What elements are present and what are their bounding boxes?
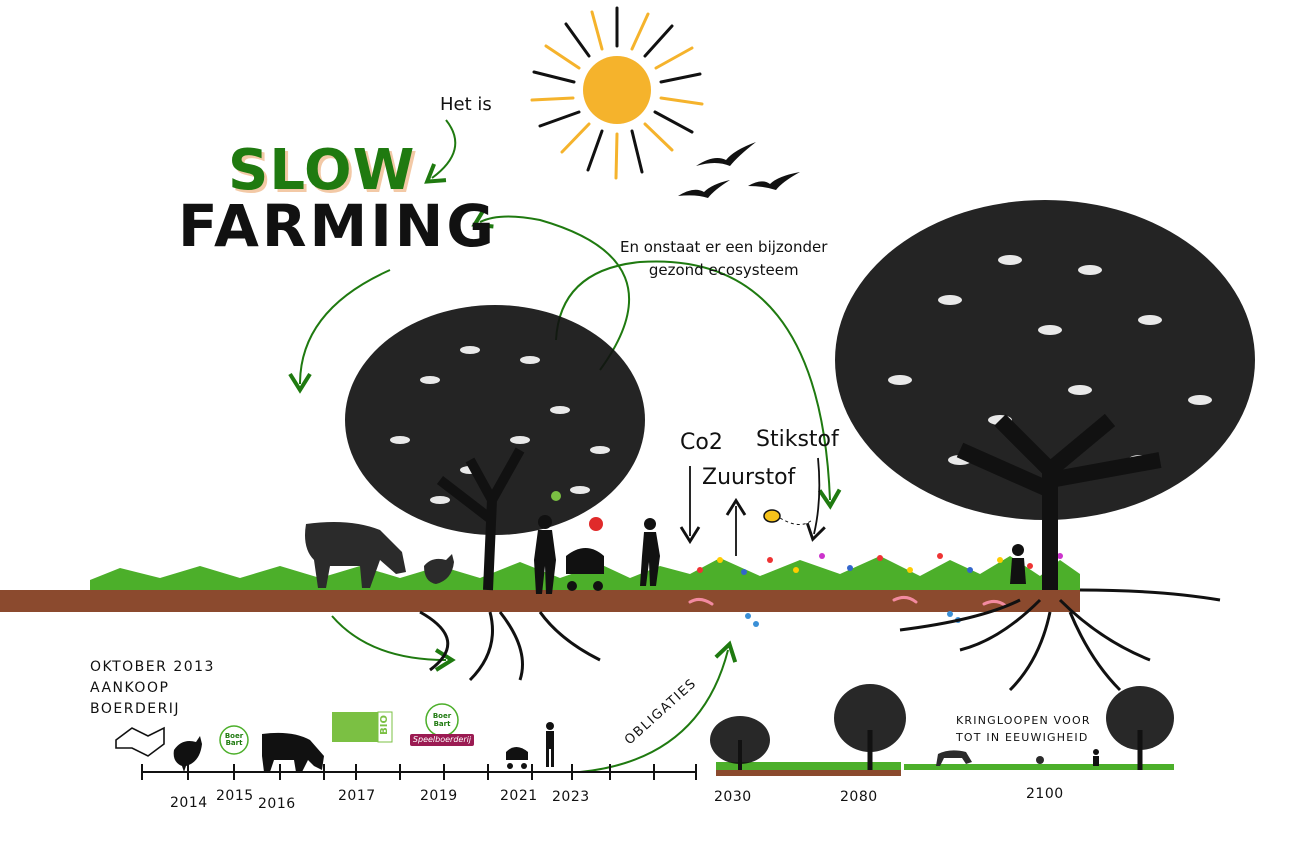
start-note-line1: OKTOBER 2013 bbox=[90, 659, 215, 675]
co2-label: Co2 bbox=[680, 430, 723, 455]
title-farming: FARMING bbox=[178, 192, 497, 260]
child-small-icon bbox=[546, 722, 554, 767]
boer-bart-logo-text: Boer Bart bbox=[224, 732, 244, 747]
year-2019: 2019 bbox=[420, 788, 458, 804]
year-2017: 2017 bbox=[338, 788, 376, 804]
year-2016: 2016 bbox=[258, 796, 296, 812]
boer-bart-logo bbox=[219, 725, 249, 755]
tree-left bbox=[345, 305, 645, 682]
cow-small-icon bbox=[262, 732, 324, 772]
soil-band bbox=[0, 590, 1080, 612]
chicken-icon bbox=[424, 554, 454, 584]
tree-right bbox=[835, 200, 1255, 692]
ecosystem-note: En onstaat er een bijzonder gezond ecosy… bbox=[620, 236, 827, 282]
start-note: OKTOBER 2013 AANKOOP BOERDERIJ bbox=[90, 657, 215, 720]
ecosystem-note-line2: gezond ecosysteem bbox=[648, 261, 799, 279]
cow-icon bbox=[305, 522, 406, 588]
speelboerderij-logo bbox=[410, 703, 474, 746]
year-2014: 2014 bbox=[170, 795, 208, 811]
birds-icon bbox=[678, 142, 800, 198]
nitrogen-label: Stikstof bbox=[756, 427, 839, 452]
bee-icon bbox=[763, 509, 813, 525]
farmer-icon bbox=[534, 515, 556, 594]
title-slow: SLOW bbox=[228, 138, 416, 203]
bio-logo bbox=[332, 711, 393, 743]
bio-logo-text: BIO bbox=[379, 715, 390, 735]
year-2080: 2080 bbox=[840, 789, 878, 805]
oxygen-label: Zuurstof bbox=[702, 465, 796, 490]
future-note-line1: KRINGLOOPEN VOOR bbox=[956, 714, 1091, 727]
wildflowers bbox=[697, 553, 1063, 575]
year-2030: 2030 bbox=[714, 789, 752, 805]
future-note-line2: TOT IN EEUWIGHEID bbox=[956, 731, 1089, 744]
gas-arrows bbox=[679, 457, 826, 556]
speelboerderij-logo-text: Speelboerderij bbox=[412, 735, 472, 744]
start-note-line3: BOERDERIJ bbox=[90, 701, 181, 717]
year-2015: 2015 bbox=[216, 788, 254, 804]
handshake-icon bbox=[115, 726, 165, 757]
timeline-axis bbox=[141, 764, 697, 780]
year-2023: 2023 bbox=[552, 789, 590, 805]
chicken-small-icon bbox=[173, 736, 202, 772]
speelboerderij-logo-top: Boer Bart bbox=[432, 712, 452, 728]
worms bbox=[688, 595, 1008, 608]
cycle-arrows bbox=[288, 119, 842, 773]
girl-icon bbox=[1010, 544, 1026, 584]
pram-small-icon bbox=[506, 747, 528, 769]
year-2100: 2100 bbox=[1026, 786, 1064, 802]
pram-icon bbox=[566, 548, 604, 591]
apple-icon bbox=[551, 491, 603, 531]
year-2021: 2021 bbox=[500, 788, 538, 804]
future-scene bbox=[710, 684, 1174, 776]
ecosystem-note-line1: En onstaat er een bijzonder bbox=[620, 238, 828, 256]
start-note-line2: AANKOOP bbox=[90, 680, 170, 696]
sun-icon bbox=[530, 6, 704, 180]
intro-text: Het is bbox=[440, 94, 492, 115]
future-note: KRINGLOOPEN VOOR TOT IN EEUWIGHEID bbox=[956, 712, 1091, 746]
child-icon bbox=[640, 518, 660, 586]
